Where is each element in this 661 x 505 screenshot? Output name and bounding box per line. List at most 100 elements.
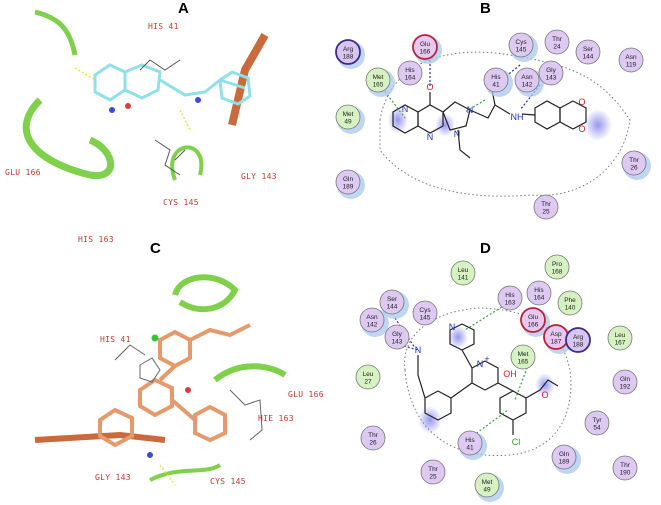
residue-number: 164 [534,295,545,302]
residue-number: 165 [518,359,529,366]
panel-b-label: B [480,0,491,17]
residue-circle [520,307,546,333]
residue-circle [335,169,361,195]
residue-name: Cys [515,39,527,46]
residue-number: 190 [620,470,631,477]
helix-bottom-c [34,431,166,443]
pocket-outline-d [404,307,572,457]
panel-c-label: C [150,240,161,257]
residue-circle [359,307,385,333]
residue-number: 166 [528,322,539,329]
panel-d-diagram: OH Cl N + N N O Leu141Pro168His164His163… [355,254,638,502]
residue-circle [544,29,570,55]
ribbon-right-c [213,363,287,383]
residue-name: Asn [521,74,533,81]
residue-circle [508,32,534,58]
atom-n-me: N [454,129,461,139]
residue-name: Gly [392,331,403,338]
ribbon-left [22,97,115,179]
residue-number: 143 [546,75,557,82]
residue-name: Gln [559,451,570,458]
res-cys145-a: CYS 145 [163,198,199,207]
residue-circle [450,260,476,286]
atom-o-ring1: O [578,97,585,107]
ligand-cyan [93,63,252,106]
residue-number: 144 [583,54,594,61]
atom-n2: N [402,104,409,114]
atom-oh: OH [503,369,517,379]
sidechain-thin [114,344,263,441]
residue-name: Pro [552,261,563,268]
residue-number: 168 [552,269,563,276]
atom-n-pyr: N [449,322,456,332]
residue-number: 142 [367,322,378,329]
residue-circle [607,325,633,351]
hbond-c1 [159,464,176,486]
residue-number: 189 [343,184,354,191]
atom-o [125,103,131,109]
atom-cl-c [151,334,159,342]
ribbon-loop [170,145,204,181]
residue-circle [412,300,438,326]
residue-name: Met [343,111,354,118]
atom-n1: N [427,132,434,142]
residue-name: Thr [541,201,552,208]
residue-circle [365,67,391,93]
residue-name: Met [482,479,493,486]
residue-name: Ser [583,46,594,53]
ribbon-bottom-c [149,463,222,482]
residue-number: 187 [551,339,562,346]
res-cys145-c: CYS 145 [210,477,246,486]
residue-name: Gln [620,376,631,383]
res-gly143-a: GLY 143 [241,172,277,181]
residue-circle [457,430,483,456]
residue-name: Met [518,351,529,358]
residue-number: 26 [630,165,638,172]
residue-circle [612,455,638,481]
residue-circle [526,280,552,306]
residue-name: Phe [564,297,576,304]
residue-name: Thr [620,462,631,469]
ligand-thin [139,59,186,176]
solvent-blob [418,406,442,434]
panel-c: C HIS 41 GLU 166 HIE 163 GLY 143 CYS 145 [0,240,330,505]
atom-o-c [185,387,191,393]
residue-number: 142 [522,82,533,89]
residue-name: Cys [419,307,431,314]
residue-circle [412,34,438,60]
panel-c-structure [34,274,287,486]
residue-circle [397,60,423,86]
atom-n2 [109,107,115,113]
residue-name: Leu [458,267,469,274]
residue-name: Arg [343,46,354,53]
residue-name: Tyr [592,417,602,424]
atom-n-plus: N [477,359,484,369]
residue-number: 167 [615,340,626,347]
residue-name: His [491,74,501,81]
residue-circle [355,364,381,390]
residue-number: 144 [387,304,398,311]
residue-circle [533,194,559,220]
residue-number: 188 [343,54,354,61]
atom-n3: N [467,105,474,115]
pocket-outline-b [379,51,631,197]
helix-right [228,33,269,126]
hbond-a2 [179,109,191,131]
hbond-a1 [74,67,96,81]
residue-name: Thr [629,157,640,164]
residue-number: 25 [542,209,550,216]
